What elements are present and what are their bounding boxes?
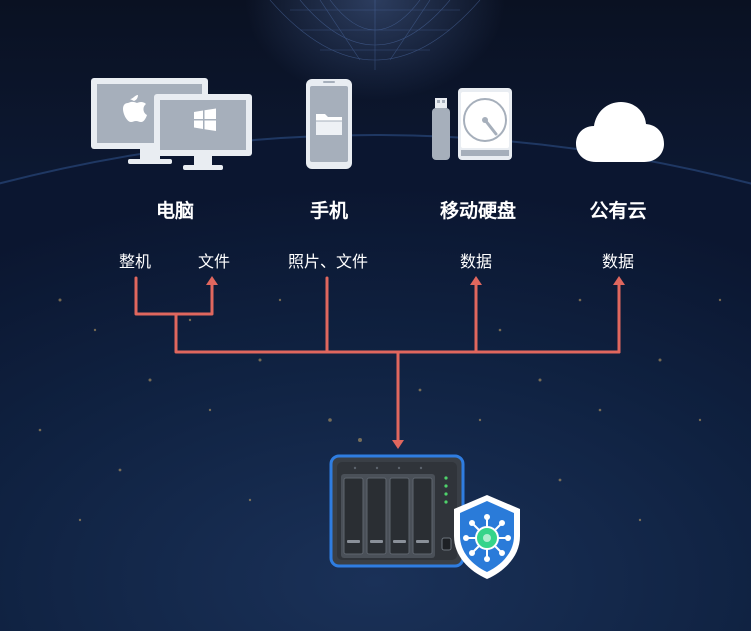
- nas-server-icon: [329, 454, 465, 568]
- item-label-cloud-data: 数据: [601, 252, 634, 271]
- item-label-drive-data: 数据: [459, 252, 492, 271]
- cloud-icon: [576, 102, 664, 162]
- item-label-whole-machine: 整机: [118, 252, 151, 271]
- usb-drive-hdd-icon: [432, 88, 512, 160]
- source-label-public-cloud: 公有云: [589, 200, 647, 222]
- item-label-photos-files: 照片、文件: [287, 252, 368, 271]
- arrowhead-files: [206, 276, 218, 285]
- computer-monitors-icon: [91, 78, 252, 170]
- arrowhead-drive: [470, 276, 482, 285]
- main-horizontal-line: [174, 312, 621, 354]
- item-label-files: 文件: [197, 252, 230, 271]
- smartphone-folder-icon: [306, 79, 352, 169]
- arrowhead-cloud: [613, 276, 625, 285]
- source-label-phone: 手机: [309, 200, 348, 222]
- source-label-portable-drive: 移动硬盘: [439, 200, 516, 222]
- source-label-computer: 电脑: [155, 200, 194, 222]
- shield-virus-icon: [454, 495, 520, 579]
- arrowhead-nas: [392, 440, 404, 449]
- computer-bracket-line: [134, 276, 214, 316]
